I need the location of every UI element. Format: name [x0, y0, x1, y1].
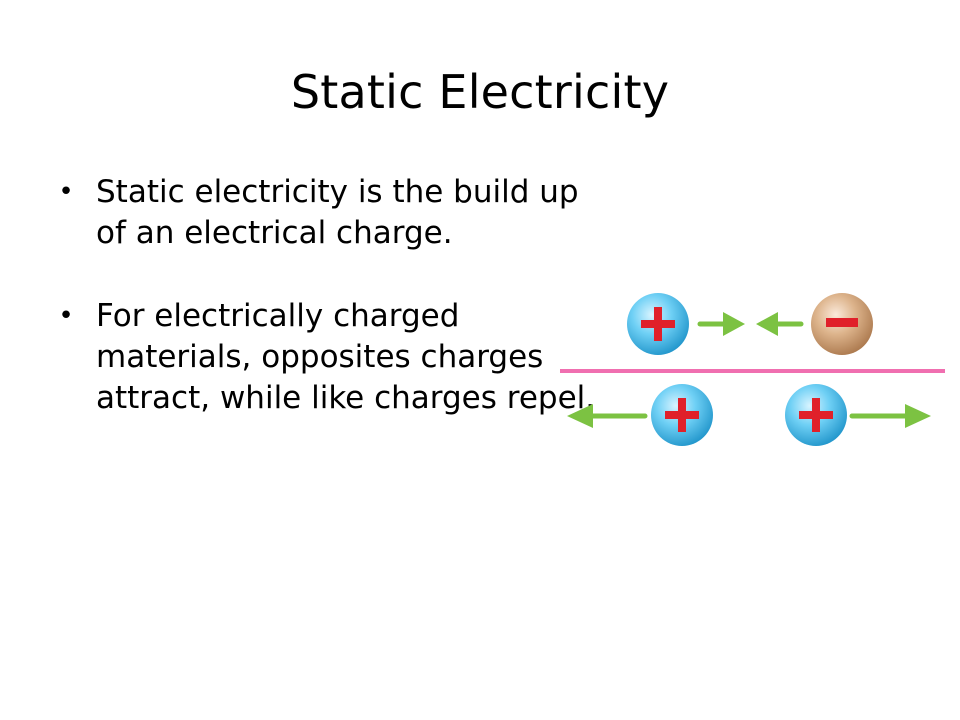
attract-row — [627, 293, 873, 355]
arrow-left-icon — [756, 312, 804, 336]
positive-charge-icon — [651, 384, 713, 446]
bullet-item: • Static electricity is the build up of … — [56, 172, 596, 254]
repel-row — [567, 384, 931, 446]
arrow-right-icon — [697, 312, 745, 336]
bullet-list: • Static electricity is the build up of … — [56, 172, 596, 461]
slide-title: Static Electricity — [290, 65, 670, 119]
charge-diagram — [560, 293, 945, 446]
positive-charge-icon — [627, 293, 689, 355]
bullet-dot-icon: • — [58, 301, 74, 331]
bullet-text: Static electricity is the build up of an… — [96, 174, 579, 251]
bullet-text: For electrically charged materials, oppo… — [96, 298, 596, 416]
positive-charge-icon — [785, 384, 847, 446]
bullet-item: • For electrically charged materials, op… — [56, 296, 596, 419]
arrow-right-icon — [849, 404, 931, 428]
arrow-left-icon — [567, 404, 648, 428]
bullet-dot-icon: • — [58, 177, 74, 207]
charge-interaction-figure — [555, 270, 955, 470]
negative-charge-icon — [811, 293, 873, 355]
